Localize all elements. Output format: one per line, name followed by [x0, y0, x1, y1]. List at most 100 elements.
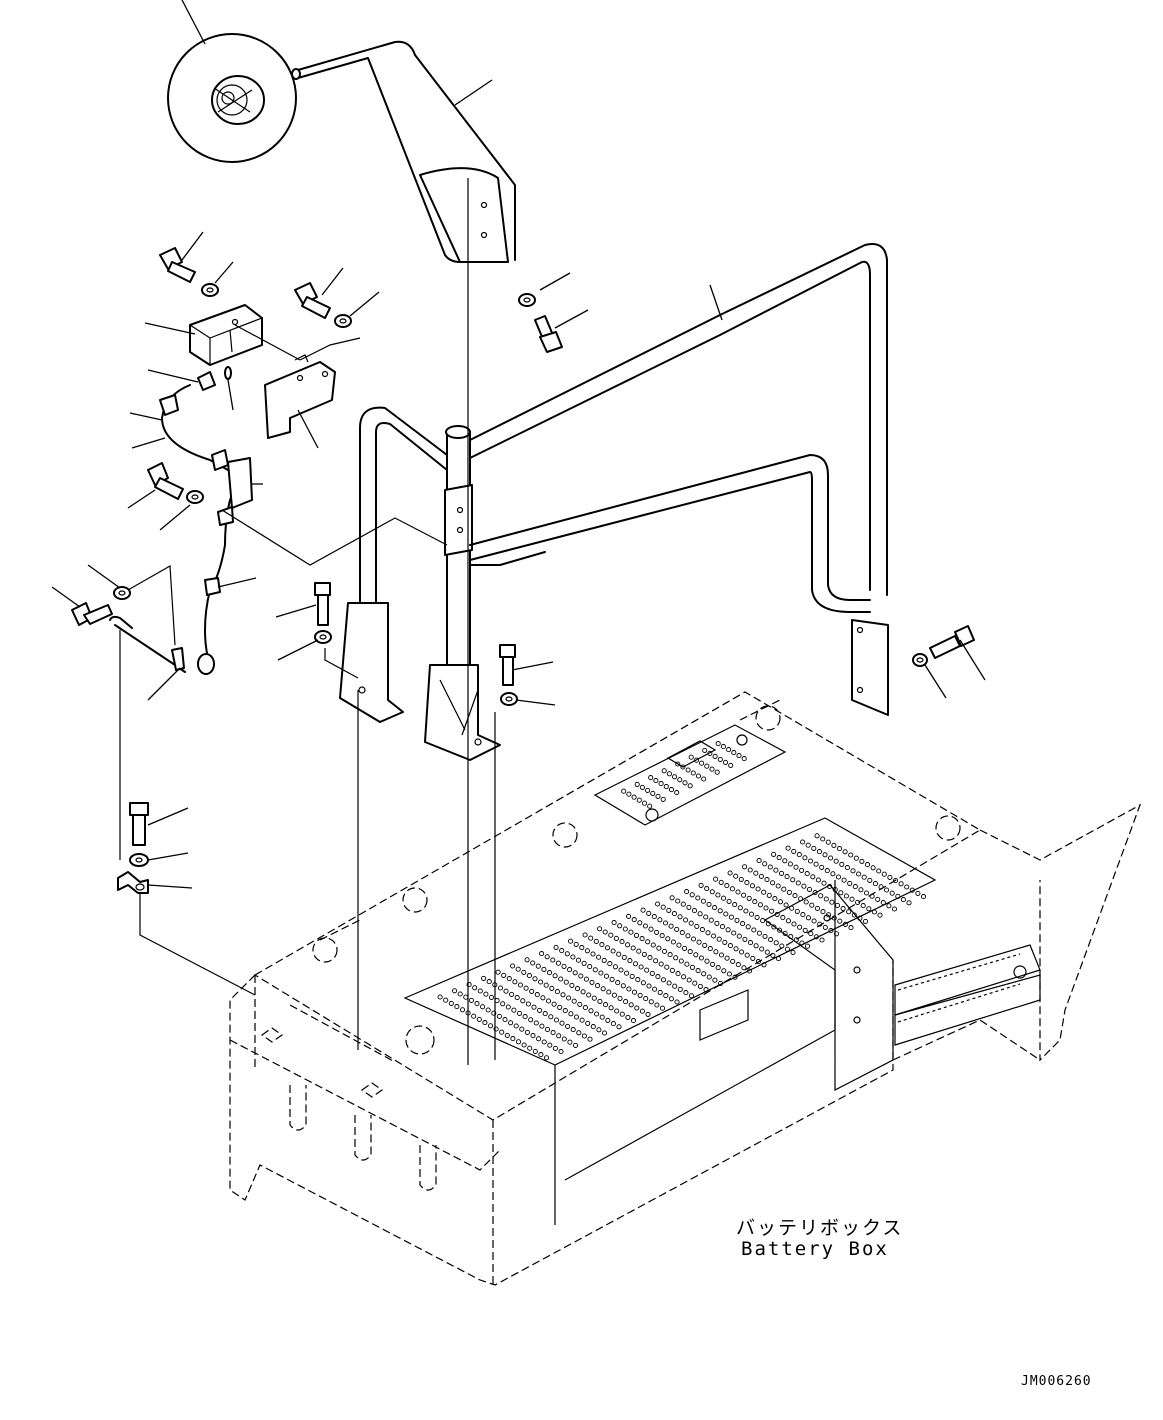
perforation-hole [701, 776, 707, 782]
perforation-hole [570, 1027, 576, 1033]
perforation-hole [672, 774, 678, 780]
perforation-hole [648, 775, 654, 781]
perforation-hole [559, 948, 565, 954]
perforation-hole [864, 862, 871, 868]
perforation-hole [884, 887, 890, 893]
perforation-hole [625, 942, 631, 948]
perforation-hole [605, 1017, 611, 1023]
perforation-hole [651, 914, 657, 920]
perforation-hole [573, 941, 579, 947]
perforation-hole [803, 899, 809, 905]
perforation-hole [867, 877, 873, 883]
perforation-hole [662, 920, 669, 926]
perforation-hole [619, 939, 625, 945]
perforation-hole [709, 889, 715, 895]
perforation-hole [584, 948, 590, 954]
perforation-hole [602, 1002, 609, 1008]
perforation-hole [650, 790, 656, 796]
bolt-upper-middle [294, 282, 331, 319]
perforation-hole [733, 873, 739, 879]
perforation-hole [553, 944, 559, 950]
perforation-hole [654, 1002, 660, 1008]
perforation-hole [747, 867, 753, 873]
bolt-center-right [499, 644, 516, 686]
perforation-hole [617, 923, 623, 929]
perforation-hole [842, 921, 848, 927]
perforation-hole [740, 921, 746, 927]
perforation-hole [820, 836, 826, 842]
perforation-hole [663, 784, 669, 790]
perforation-hole [552, 1045, 558, 1051]
perforation-hole [539, 951, 545, 957]
battery-box-side-cover [699, 884, 894, 1091]
perforation-hole [512, 979, 518, 985]
perforation-hole [835, 874, 842, 880]
perforation-hole [808, 931, 814, 937]
perforation-hole [706, 974, 712, 980]
washer-upper-middle [334, 314, 352, 328]
perforation-hole [792, 893, 798, 899]
perforation-hole [503, 988, 509, 994]
perforation-hole [674, 926, 680, 932]
perforation-hole [717, 756, 723, 762]
perforation-hole [726, 747, 732, 753]
perforation-hole [686, 904, 692, 910]
perforation-hole [551, 1001, 557, 1007]
perforation-hole [848, 925, 854, 931]
perforation-hole [786, 889, 792, 895]
perforation-hole [653, 958, 659, 964]
perforation-hole [813, 861, 819, 867]
perforation-hole [715, 965, 721, 971]
perforation-hole [773, 940, 779, 946]
perforation-hole [762, 861, 768, 867]
perforation-hole [510, 1036, 516, 1042]
perforation-hole [528, 1017, 534, 1023]
perforation-hole [491, 1010, 497, 1016]
perforation-hole [568, 938, 574, 944]
bolt-left [71, 602, 113, 626]
perforation-hole [608, 932, 614, 938]
perforation-hole [660, 977, 667, 983]
perforation-hole [544, 954, 550, 960]
perforation-hole [572, 1042, 579, 1048]
perforation-hole [482, 1020, 488, 1026]
perforation-hole [724, 883, 730, 889]
perforation-hole [621, 954, 627, 960]
perforation-hole [564, 951, 570, 957]
perforation-hole [611, 992, 617, 998]
perforation-hole [695, 968, 701, 974]
perforation-hole [557, 1004, 563, 1010]
perforation-hole [741, 892, 747, 898]
perforation-hole [823, 896, 829, 902]
perforation-hole [739, 949, 745, 955]
perforation-hole [657, 917, 663, 923]
perforation-hole [650, 942, 656, 948]
perforation-hole [529, 988, 535, 994]
perforation-hole [654, 929, 660, 935]
perforation-hole [497, 985, 503, 991]
perforation-hole [468, 997, 474, 1003]
perforation-hole [822, 924, 828, 930]
perforation-hole [771, 924, 777, 930]
perforation-hole [590, 951, 596, 957]
perforation-hole [732, 974, 738, 980]
handrail-main [339, 243, 889, 761]
perforation-hole [791, 921, 797, 927]
perforation-hole [703, 914, 709, 920]
perforation-hole [471, 1013, 477, 1019]
perforation-hole [486, 979, 492, 985]
perforation-hole [695, 895, 701, 901]
perforation-hole [776, 927, 783, 933]
perforation-hole [680, 901, 686, 907]
perforation-hole [688, 993, 695, 999]
perforation-hole [685, 933, 691, 939]
perforation-hole [713, 949, 719, 955]
bolt-mid-left [147, 462, 184, 500]
perforation-hole [648, 926, 654, 932]
perforation-hole [586, 992, 592, 998]
perforation-hole [811, 918, 817, 924]
perforation-hole [550, 1030, 556, 1036]
perforation-hole [700, 898, 706, 904]
perforation-hole [524, 957, 530, 963]
perforated-plate-large [403, 817, 937, 1225]
